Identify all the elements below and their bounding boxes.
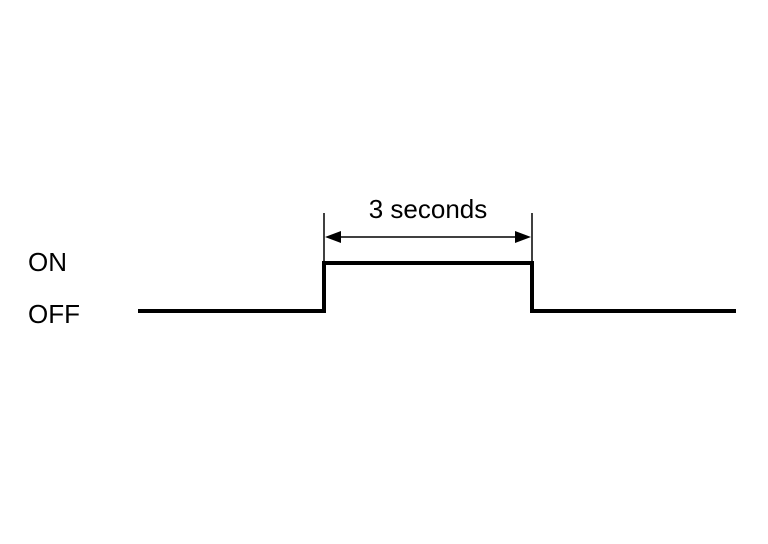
off-level-label: OFF (28, 299, 80, 329)
pulse-duration-label: 3 seconds (369, 194, 488, 224)
right-arrowhead-icon (515, 231, 531, 243)
left-arrowhead-icon (325, 231, 341, 243)
pulse-waveform (138, 261, 736, 313)
on-level-label: ON (28, 247, 67, 277)
